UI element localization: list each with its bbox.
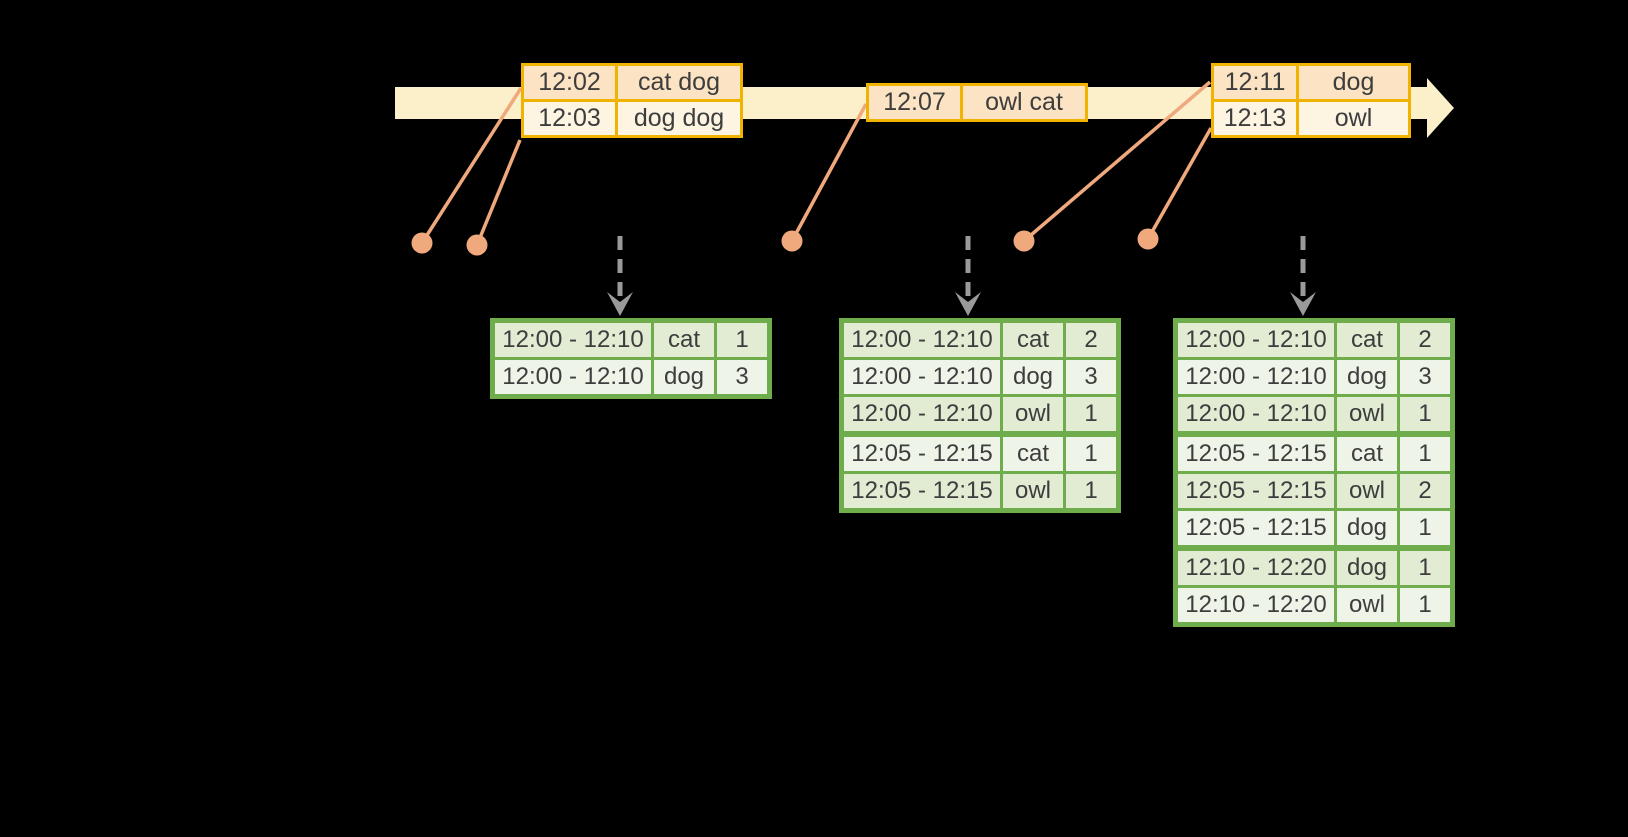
event-table-3: 12:11 dog 12:13 owl xyxy=(1211,63,1411,138)
window-cell: 12:05 - 12:15 xyxy=(1174,431,1337,474)
count-cell: 1 xyxy=(1397,431,1454,474)
window-cell: 12:00 - 12:10 xyxy=(1174,394,1337,436)
event-dot-icon xyxy=(1137,228,1159,250)
count-cell: 1 xyxy=(1063,471,1120,512)
window-cell: 12:00 - 12:10 xyxy=(491,357,654,398)
window-cell: 12:00 - 12:10 xyxy=(840,394,1003,436)
event-words-cell: owl cat xyxy=(960,83,1088,122)
window-cell: 12:05 - 12:15 xyxy=(1174,508,1337,550)
window-cell: 12:10 - 12:20 xyxy=(1174,585,1337,626)
event-words-cell: cat dog xyxy=(615,63,743,102)
event-connector-line xyxy=(790,103,868,242)
event-time-cell: 12:11 xyxy=(1211,63,1299,102)
word-cell: cat xyxy=(1334,319,1400,360)
event-words-cell: dog xyxy=(1296,63,1411,102)
count-cell: 1 xyxy=(1397,585,1454,626)
event-time-cell: 12:02 xyxy=(521,63,618,102)
word-cell: owl xyxy=(1334,585,1400,626)
window-cell: 12:05 - 12:15 xyxy=(1174,471,1337,511)
event-time-cell: 12:13 xyxy=(1211,99,1299,138)
word-cell: owl xyxy=(1000,471,1066,512)
count-cell: 3 xyxy=(714,357,771,398)
count-cell: 2 xyxy=(1397,319,1454,360)
count-cell: 2 xyxy=(1397,471,1454,511)
count-cell: 1 xyxy=(1063,431,1120,474)
event-connector-line xyxy=(475,139,522,246)
event-table-1: 12:02 cat dog 12:03 dog dog xyxy=(521,63,743,138)
word-cell: dog xyxy=(651,357,717,398)
window-cell: 12:00 - 12:10 xyxy=(840,357,1003,397)
window-cell: 12:00 - 12:10 xyxy=(491,319,654,360)
word-cell: owl xyxy=(1334,471,1400,511)
window-cell: 12:05 - 12:15 xyxy=(840,471,1003,512)
window-cell: 12:10 - 12:20 xyxy=(1174,545,1337,588)
event-dot-icon xyxy=(1013,230,1035,252)
word-cell: owl xyxy=(1334,394,1400,436)
count-cell: 1 xyxy=(1397,394,1454,436)
trigger-arrowhead-icon xyxy=(1290,292,1316,316)
window-cell: 12:00 - 12:10 xyxy=(840,319,1003,360)
window-cell: 12:00 - 12:10 xyxy=(1174,319,1337,360)
window-cell: 12:05 - 12:15 xyxy=(840,431,1003,474)
event-dots xyxy=(411,228,1159,256)
event-words-cell: owl xyxy=(1296,99,1411,138)
count-cell: 1 xyxy=(1397,508,1454,550)
event-dot-icon xyxy=(411,232,433,254)
word-cell: dog xyxy=(1334,508,1400,550)
event-row: 12:11 dog xyxy=(1211,63,1411,102)
event-row: 12:03 dog dog xyxy=(521,99,743,138)
event-dot-icon xyxy=(466,234,488,256)
event-time-cell: 12:07 xyxy=(866,83,963,122)
timeline-arrow-head xyxy=(1427,78,1454,138)
word-cell: cat xyxy=(651,319,717,360)
count-cell: 3 xyxy=(1063,357,1120,397)
event-row: 12:07 owl cat xyxy=(866,83,1088,122)
event-connector-line xyxy=(1146,127,1213,240)
trigger-arrows xyxy=(607,236,1316,316)
event-words-cell: dog dog xyxy=(615,99,743,138)
event-row: 12:13 owl xyxy=(1211,99,1411,138)
count-cell: 1 xyxy=(1063,394,1120,436)
word-cell: cat xyxy=(1000,319,1066,360)
word-cell: dog xyxy=(1334,357,1400,397)
count-cell: 2 xyxy=(1063,319,1120,360)
trigger-arrowhead-icon xyxy=(955,292,981,316)
word-cell: owl xyxy=(1000,394,1066,436)
count-cell: 3 xyxy=(1397,357,1454,397)
count-cell: 1 xyxy=(1397,545,1454,588)
event-time-cell: 12:03 xyxy=(521,99,618,138)
window-cell: 12:00 - 12:10 xyxy=(1174,357,1337,397)
trigger-arrowhead-icon xyxy=(607,292,633,316)
event-table-2: 12:07 owl cat xyxy=(866,83,1088,122)
event-dot-icon xyxy=(781,230,803,252)
word-cell: cat xyxy=(1000,431,1066,474)
word-cell: dog xyxy=(1334,545,1400,588)
word-cell: dog xyxy=(1000,357,1066,397)
event-row: 12:02 cat dog xyxy=(521,63,743,102)
count-cell: 1 xyxy=(714,319,771,360)
word-cell: cat xyxy=(1334,431,1400,474)
